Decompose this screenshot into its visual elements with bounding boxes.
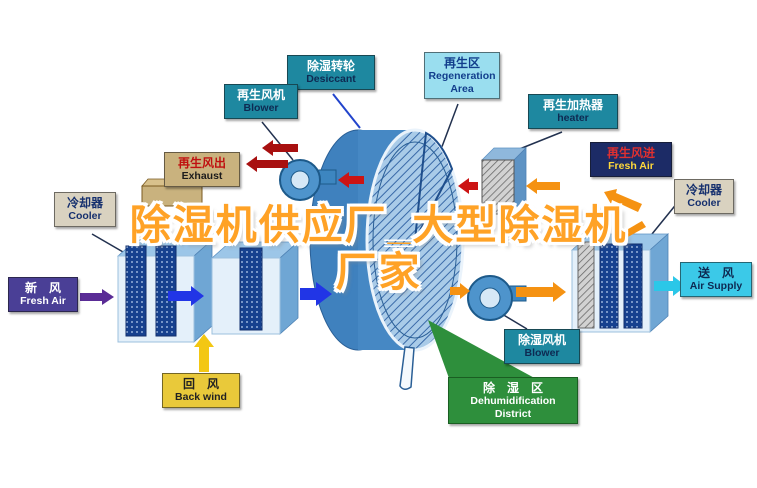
dehum-fan-hub xyxy=(479,287,501,309)
label-desiccant: 除湿转轮 Desiccant xyxy=(287,55,375,90)
label-cooler-right: 冷却器 Cooler xyxy=(674,179,734,214)
arrow-wheel-to-regen-blower xyxy=(338,172,364,188)
arrow-blower-to-cooler xyxy=(516,282,566,302)
wheel-front-rim xyxy=(372,141,458,339)
wheel-bottom-tab xyxy=(399,346,415,390)
regen-fan-hub xyxy=(290,170,310,190)
right-unit-filter-panel xyxy=(577,241,595,329)
unit2-side-face xyxy=(279,241,299,335)
label-regen-blower: 再生风机 Blower xyxy=(224,84,298,119)
label-cooler-left: 冷却器 Cooler xyxy=(54,192,116,227)
label-dehum-district-en1: Dehumidification xyxy=(470,395,556,408)
label-air-supply-en: Air Supply xyxy=(689,280,743,293)
label-regen-fresh-air-zh: 再生风进 xyxy=(606,146,655,160)
label-dehum-blower-zh: 除湿风机 xyxy=(517,333,566,347)
label-exhaust-en: Exhaust xyxy=(181,170,223,183)
right-unit-coil-panel-1 xyxy=(599,243,619,329)
arrow-return-air xyxy=(194,334,214,372)
label-air-supply-zh: 送 风 xyxy=(697,266,734,280)
label-cooler-right-zh: 冷却器 xyxy=(685,183,722,197)
label-desiccant-en: Desiccant xyxy=(306,73,356,86)
label-air-supply: 送 风 Air Supply xyxy=(680,262,752,297)
label-dehum-district: 除 湿 区 Dehumidification District xyxy=(448,377,578,424)
leader-lines xyxy=(91,93,679,330)
label-regen-heater-zh: 再生加热器 xyxy=(542,98,603,112)
leader-desiccant xyxy=(332,93,361,129)
label-regeneration-area-en: Regeneration Area xyxy=(428,70,496,95)
label-exhaust: 再生风出 Exhaust xyxy=(164,152,240,187)
leader-regen-area xyxy=(439,103,459,153)
arrow-process-1 xyxy=(168,286,204,306)
label-dehum-district-zh: 除 湿 区 xyxy=(482,381,543,395)
right-unit-coil-panel-2 xyxy=(623,243,643,329)
left-unit-1 xyxy=(116,239,214,343)
label-cooler-left-en: Cooler xyxy=(68,210,102,223)
label-cooler-right-en: Cooler xyxy=(687,197,721,210)
arrow-air-supply-outlet xyxy=(654,276,686,296)
label-regen-heater: 再生加热器 heater xyxy=(528,94,618,129)
label-regeneration-area: 再生区 Regeneration Area xyxy=(424,52,500,99)
label-fresh-air-in-en: Fresh Air xyxy=(20,295,66,308)
label-fresh-air-in-zh: 新 风 xyxy=(24,281,61,295)
label-exhaust-zh: 再生风出 xyxy=(177,156,226,170)
leader-cooler-right xyxy=(651,201,679,235)
label-dehum-blower-en: Blower xyxy=(524,347,560,360)
label-back-wind: 回 风 Back wind xyxy=(162,373,240,408)
arrow-regen-inlet-2 xyxy=(616,221,646,241)
arrow-wheel-to-blower xyxy=(450,283,470,299)
arrow-process-2 xyxy=(300,282,332,306)
label-regen-blower-zh: 再生风机 xyxy=(236,88,285,102)
label-dehum-blower: 除湿风机 Blower xyxy=(504,329,580,364)
leader-dehum-blower xyxy=(501,313,528,330)
unit1-coil-panel-1 xyxy=(125,245,147,337)
heater-front-face xyxy=(481,159,515,215)
arrow-regen-inlet-1 xyxy=(604,189,642,212)
label-back-wind-en: Back wind xyxy=(175,391,227,404)
arrow-heater-to-wheel xyxy=(458,178,478,194)
label-regen-blower-en: Blower xyxy=(243,102,279,115)
heater-box xyxy=(481,147,527,215)
arrow-regen-into-heater xyxy=(526,178,560,194)
label-regen-heater-en: heater xyxy=(557,112,589,125)
label-dehum-district-en2: District xyxy=(494,407,532,420)
airflow-arrows xyxy=(80,140,686,372)
label-regen-fresh-air: 再生风进 Fresh Air xyxy=(590,142,672,177)
arrow-regen-exhaust-1 xyxy=(246,156,288,172)
dehum-fan xyxy=(467,275,527,321)
regen-fan xyxy=(279,159,337,201)
regeneration-sector xyxy=(414,131,454,241)
unit2-coil-panel xyxy=(239,247,263,331)
desiccant-wheel xyxy=(309,128,465,390)
label-fresh-air-in: 新 风 Fresh Air xyxy=(8,277,78,312)
right-unit xyxy=(570,233,670,333)
label-cooler-left-zh: 冷却器 xyxy=(66,196,103,210)
dehum-district-pointer xyxy=(428,320,540,381)
label-regeneration-area-zh: 再生区 xyxy=(443,56,480,70)
leader-regen-blower xyxy=(261,121,294,161)
label-back-wind-zh: 回 风 xyxy=(182,377,219,391)
label-desiccant-zh: 除湿转轮 xyxy=(306,59,355,73)
arrow-regen-exhaust-2 xyxy=(262,140,298,156)
label-regen-fresh-air-en: Fresh Air xyxy=(608,160,654,173)
component-box-front xyxy=(141,185,203,207)
heater-side-face xyxy=(513,147,527,215)
left-unit-2 xyxy=(210,241,300,335)
arrow-fresh-air-inlet xyxy=(80,289,114,305)
